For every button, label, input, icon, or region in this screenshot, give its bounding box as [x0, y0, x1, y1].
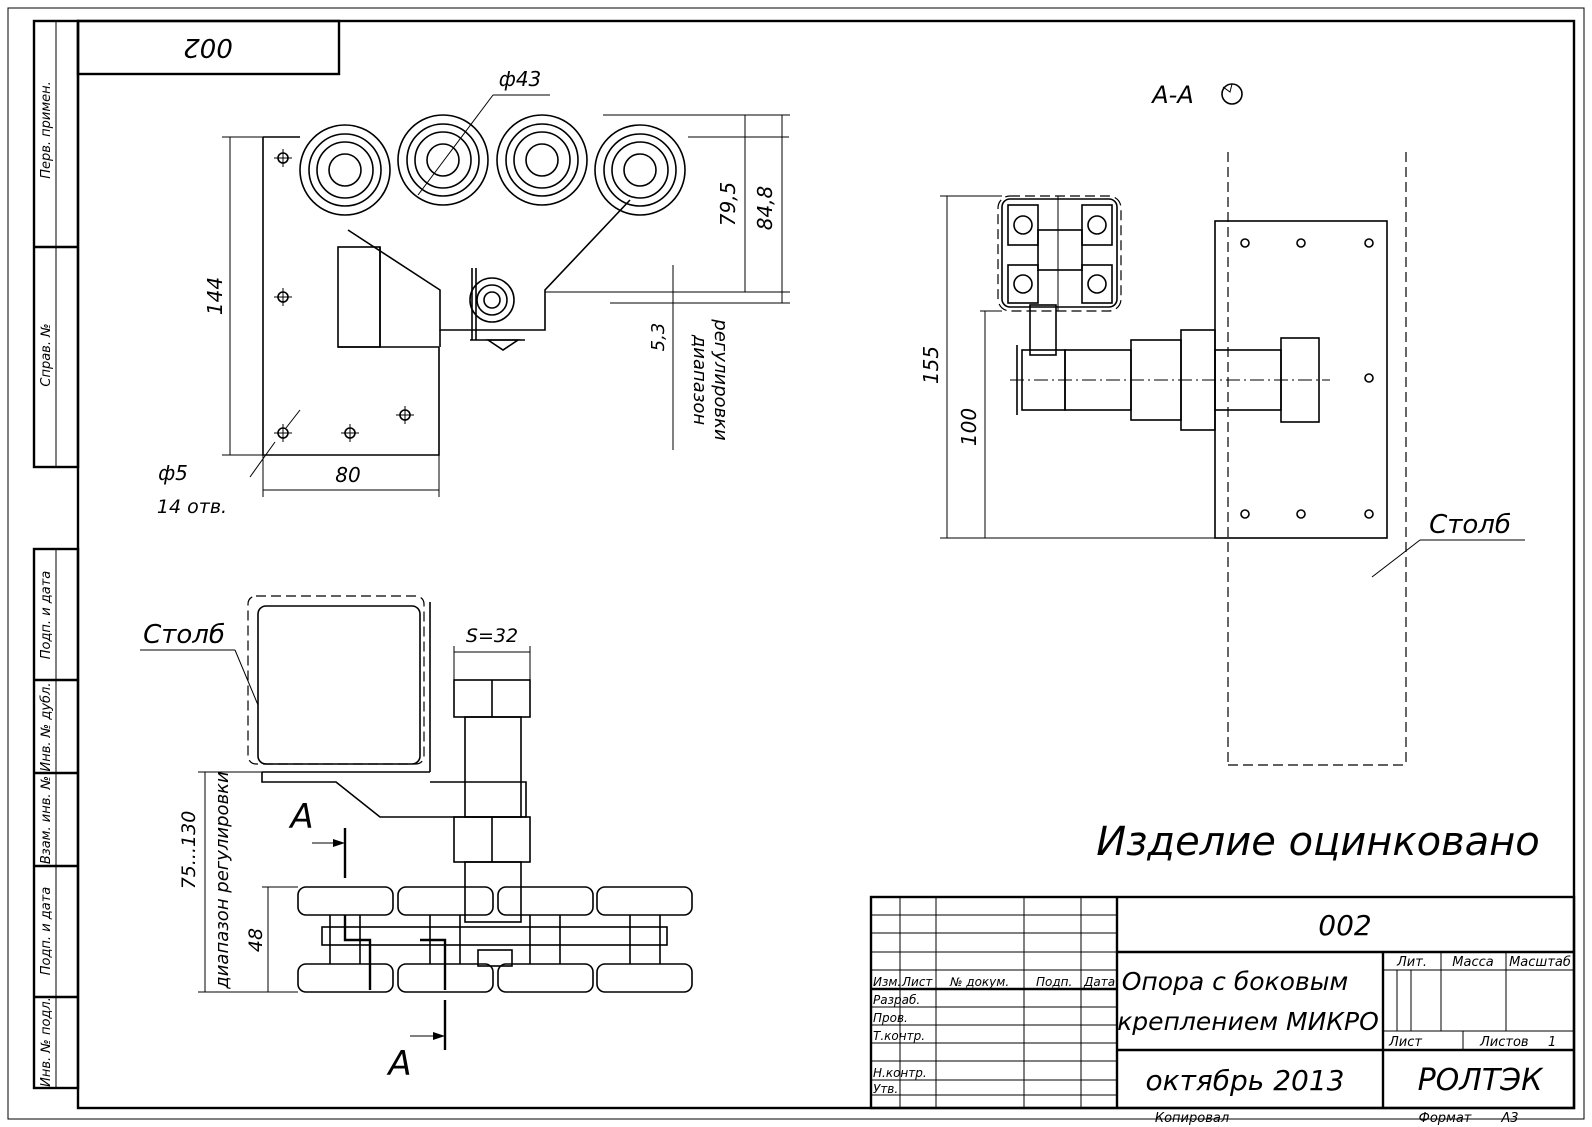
- lit-label: Лит.: [1396, 955, 1427, 970]
- side-label-inv-podl: Инв. № подл.: [39, 997, 54, 1087]
- company-name: РОЛТЭК: [1418, 1063, 1545, 1098]
- side-label-podp2: Подп. и дата: [39, 887, 54, 976]
- date-field: октябрь 2013: [1146, 1064, 1345, 1097]
- side-label-inv-dubl: Инв. № дубл.: [39, 683, 54, 772]
- format-label: Формат: [1419, 1111, 1472, 1126]
- row-tkontr: Т.контр.: [873, 1029, 925, 1043]
- top-rollers: [297, 886, 693, 993]
- col-list: Лист: [901, 975, 933, 989]
- format-value: А3: [1500, 1111, 1518, 1126]
- dim-d43: ф43: [499, 67, 542, 91]
- roller-4: [594, 124, 686, 216]
- adjust-caption-2: регулировки: [710, 318, 731, 441]
- front-view: 144 80 ф43 ф5 14 отв. 79,5 84,8 5,3 диап…: [157, 67, 790, 518]
- section-label: А-А: [1150, 81, 1194, 109]
- masshtab-label: Масштаб: [1509, 955, 1571, 970]
- section-holes: [1240, 238, 1374, 519]
- dim-d5: ф5: [158, 461, 188, 485]
- section-post-label: Столб: [1429, 510, 1511, 540]
- dim-155: 155: [919, 346, 943, 384]
- corner-code: 002: [183, 32, 233, 62]
- roller-1: [299, 124, 391, 216]
- side-label-sprav: Справ. №: [39, 323, 54, 386]
- side-label-perv: Перв. примен.: [39, 81, 54, 179]
- col-date: Дата: [1083, 975, 1115, 989]
- dim-84-8: 84,8: [753, 186, 777, 231]
- side-label-podp1: Подп. и дата: [39, 571, 54, 660]
- range-caption: диапазон регулировки: [212, 771, 233, 990]
- sheet-label: Лист: [1388, 1035, 1422, 1050]
- dim-5-3: 5,3: [648, 323, 669, 352]
- title-block: Изм. Лист № докум. Подп. Дата Разраб. Пр…: [869, 895, 1576, 1126]
- row-prov: Пров.: [873, 1011, 908, 1025]
- name-line-2: креплением МИКРО: [1117, 1007, 1379, 1036]
- dim-75-130: 75...130: [178, 811, 200, 890]
- sheets-count: 1: [1548, 1035, 1556, 1050]
- dim-144: 144: [203, 277, 227, 315]
- sheet-frame: 002: [7, 7, 1585, 1120]
- coating-note: Изделие оцинковано: [1096, 819, 1540, 865]
- roller-2: [397, 114, 489, 206]
- col-sign: Подп.: [1036, 975, 1072, 989]
- top-view: Столб S=32: [140, 595, 693, 1084]
- left-stamp-bottom: Подп. и дата Инв. № дубл. Взам. инв. № П…: [32, 547, 80, 1090]
- col-doc: № докум.: [949, 975, 1009, 989]
- wrench-size: S=32: [466, 625, 518, 647]
- section-view: А-А: [919, 81, 1525, 766]
- post-dashed: [1227, 152, 1407, 766]
- designation: 002: [1318, 909, 1371, 942]
- cut-mark-a-bottom: А: [386, 1044, 411, 1084]
- row-razrab: Разраб.: [873, 993, 920, 1007]
- col-izm: Изм.: [873, 975, 901, 989]
- name-line-1: Опора с боковым: [1122, 967, 1349, 996]
- mount-holes: [274, 149, 414, 442]
- copied-label: Копировал: [1155, 1111, 1229, 1126]
- left-stamp-top: Перв. примен. Справ. №: [32, 19, 80, 469]
- top-post-label: Столб: [143, 620, 225, 650]
- massa-label: Масса: [1452, 955, 1493, 970]
- dim-14-holes: 14 отв.: [157, 496, 227, 518]
- roller-3: [496, 114, 588, 206]
- dim-79-5: 79,5: [716, 182, 740, 227]
- cut-mark-a-top: А: [288, 797, 313, 837]
- sheets-label: Листов: [1479, 1035, 1529, 1050]
- adjust-caption-1: диапазон: [689, 334, 710, 426]
- dim-80: 80: [335, 463, 360, 487]
- dim-48: 48: [245, 928, 267, 952]
- row-nkontr: Н.контр.: [873, 1066, 927, 1080]
- row-utv: Утв.: [873, 1082, 898, 1096]
- side-label-vzam: Взам. инв. №: [39, 776, 54, 864]
- dim-100: 100: [957, 408, 981, 446]
- rotation-icon: [1221, 83, 1243, 105]
